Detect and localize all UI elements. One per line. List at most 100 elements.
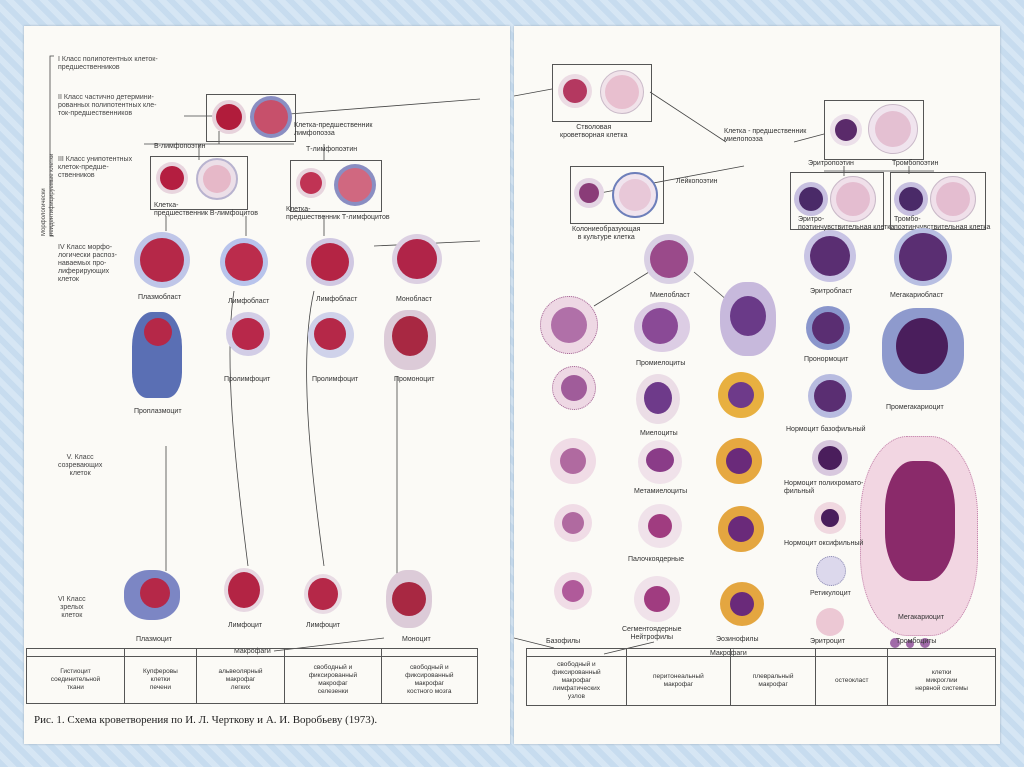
cell bbox=[644, 234, 694, 284]
b-precursor-box bbox=[150, 156, 248, 210]
class-4-label: IV Класс морфо- логически распоз- наваем… bbox=[58, 244, 117, 283]
cell bbox=[612, 172, 658, 218]
myeloblast-label: Миелобласт bbox=[650, 292, 690, 299]
table-cell: перитонеальный макрофаг bbox=[625, 656, 731, 706]
cell bbox=[306, 238, 354, 286]
left-page: Морфологически неидентифицируемые клетки… bbox=[24, 26, 510, 744]
cell bbox=[392, 234, 442, 284]
stem-cell-box bbox=[552, 64, 652, 122]
table-cell: свободный и фиксированный макрофаг лимфа… bbox=[526, 656, 627, 706]
normocyte-oxyphilic-label: Нормоцит оксифильный bbox=[784, 540, 864, 547]
table-cell: клетки микроглии нервной системы bbox=[887, 656, 996, 706]
myelo-precursor-box bbox=[824, 100, 924, 160]
cell bbox=[134, 232, 190, 288]
segmented-neutrophils-label: Сегментоядерные Нейтрофилы bbox=[622, 626, 682, 641]
cell bbox=[552, 366, 596, 410]
plasmoblast-label: Плазмобласт bbox=[138, 294, 182, 301]
table-cell: свободный и фиксированный макрофаг костн… bbox=[380, 656, 479, 704]
prolymphocyte-label-1: Пролимфоцит bbox=[224, 376, 271, 383]
erythropoietin-label: Эритропоэтин bbox=[808, 160, 854, 167]
cell bbox=[808, 374, 852, 418]
cell bbox=[308, 312, 354, 358]
cell bbox=[806, 306, 850, 350]
cell bbox=[554, 504, 592, 542]
cell bbox=[638, 440, 682, 484]
b-lymphopoietin-label: В-лимфопоэтин bbox=[154, 143, 206, 150]
cell bbox=[930, 176, 976, 222]
t-lymphopoietin-label: Т-лимфопоэтин bbox=[306, 146, 358, 153]
stem-cell-label: Стволовая кроветворная клетка bbox=[560, 124, 628, 139]
cell bbox=[550, 438, 596, 484]
cell bbox=[860, 436, 978, 636]
cell bbox=[830, 114, 862, 146]
colony-cell-label: Колониеобразующая в культуре клетка bbox=[572, 226, 641, 241]
myelo-precursor-label: Клетка - предшественник миелопоэза bbox=[724, 128, 807, 143]
normocyte-basophilic-label: Нормоцит базофильный bbox=[786, 426, 866, 433]
table-cell: Гистиоцит соединительной ткани bbox=[26, 656, 125, 704]
promegakaryocyte-label: Промегакариоцит bbox=[886, 404, 944, 411]
colony-box bbox=[570, 166, 664, 224]
promonocyte-label: Промоноцит bbox=[394, 376, 435, 383]
prolymphocyte-label-2: Пролимфоцит bbox=[312, 376, 359, 383]
lymphoblast-label-2: Лимфобласт bbox=[316, 296, 358, 303]
monocyte-label: Моноцит bbox=[402, 636, 431, 643]
cell bbox=[894, 182, 928, 216]
cell bbox=[334, 164, 376, 206]
cell bbox=[156, 162, 188, 194]
lympho-precursor-box bbox=[206, 94, 296, 142]
cell bbox=[384, 310, 436, 370]
cell bbox=[224, 568, 264, 612]
megakaryocyte-label: Мегакариоцит bbox=[898, 614, 945, 621]
cell bbox=[634, 576, 680, 622]
cell bbox=[868, 104, 918, 154]
normocyte-polychromatophilic-label: Нормоцит полихромато- фильный bbox=[784, 480, 864, 495]
b-precursor-label: Клетка- предшественник В-лимфоцитов bbox=[154, 202, 259, 217]
cell bbox=[638, 504, 682, 548]
cell bbox=[718, 372, 764, 418]
megakaryoblast-label: Мегакариобласт bbox=[890, 292, 944, 299]
eosinophils-label: Эозинофилы bbox=[716, 636, 759, 643]
cell bbox=[304, 574, 342, 614]
proplasmocyte-label: Проплазмоцит bbox=[134, 408, 182, 415]
cell bbox=[558, 74, 592, 108]
cell bbox=[894, 228, 952, 286]
cell bbox=[250, 96, 292, 138]
cell bbox=[890, 638, 900, 648]
macrophage-table-right: свободный и фиксированный макрофаг лимфа… bbox=[526, 648, 996, 706]
leukopoietin-label: Лейкопоэтин bbox=[676, 178, 718, 185]
cell bbox=[540, 296, 598, 354]
basophils-label: Базофилы bbox=[546, 638, 581, 645]
cell bbox=[814, 502, 846, 534]
cell bbox=[574, 178, 604, 208]
table-cell: Купферовы клетки печени bbox=[123, 656, 197, 704]
metamyelocytes-label: Метамиелоциты bbox=[634, 488, 688, 495]
erythro-sensitive-box bbox=[790, 172, 884, 230]
stab-label: Палочкоядерные bbox=[628, 556, 684, 563]
cell bbox=[220, 238, 268, 286]
right-connector-lines bbox=[514, 88, 934, 655]
cell bbox=[794, 182, 828, 216]
t-precursor-label: Клетка- предшественник Т-лимфоцитов bbox=[286, 206, 390, 221]
cell bbox=[882, 308, 964, 390]
lympho-precursor-label: Клетка-предшественник лимфопоэза bbox=[294, 122, 373, 137]
cell bbox=[816, 556, 846, 586]
class-2-label: II Класс частично детермини- рованных по… bbox=[58, 94, 157, 117]
class-6-label: VI Класс зрелых клеток bbox=[58, 596, 86, 619]
cell bbox=[212, 100, 246, 134]
table-cell: свободный и фиксированный макрофаг селез… bbox=[284, 656, 382, 704]
class-1-label: I Класс полипотентных клеток- предшестве… bbox=[58, 56, 158, 71]
cell bbox=[634, 302, 690, 352]
cell bbox=[920, 638, 930, 648]
right-page: Стволовая кроветворная клетка Клетка - п… bbox=[514, 26, 1000, 744]
class-5-label: V. Класс созревающих клеток bbox=[58, 454, 103, 477]
cell bbox=[804, 230, 856, 282]
table-cell: альвеолярный макрофаг легких bbox=[195, 656, 286, 704]
monoblast-label: Монобласт bbox=[396, 296, 432, 303]
cell bbox=[906, 640, 914, 648]
cell bbox=[132, 312, 182, 398]
left-connector-lines bbox=[49, 55, 481, 652]
myelocytes-label: Миелоциты bbox=[640, 430, 678, 437]
reticulocyte-label: Ретикулоцит bbox=[810, 590, 851, 597]
cell bbox=[720, 582, 764, 626]
plasmocyte-label: Плазмоцит bbox=[136, 636, 172, 643]
